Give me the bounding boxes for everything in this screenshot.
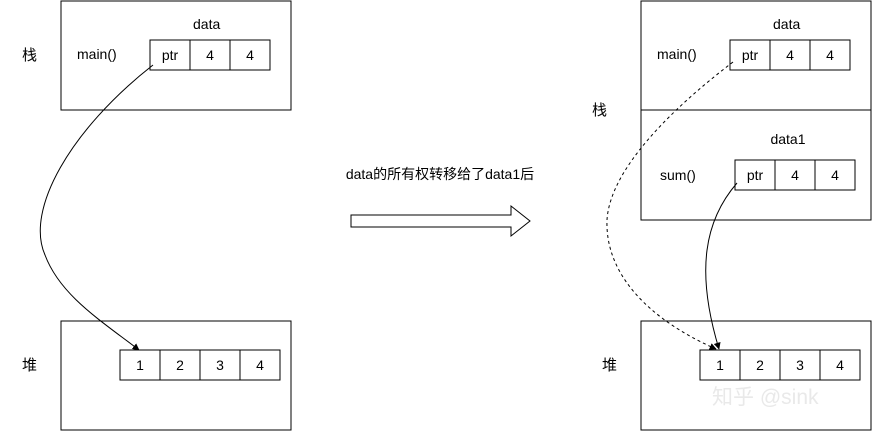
right-heap-cell [819, 349, 861, 381]
left-diagram: 栈 main() data ptr 4 4 堆 1 2 3 4 [22, 0, 292, 431]
right-heap-cell-text: 1 [716, 357, 724, 373]
right-heap-cell [699, 349, 741, 381]
left-heap-cell [239, 349, 281, 381]
left-stack-cell-text: 4 [206, 47, 214, 63]
right-frame-sum-function: sum() [660, 167, 696, 183]
right-frame-main-var: data [773, 16, 800, 32]
left-heap-cell [159, 349, 201, 381]
right-heap-cell [739, 349, 781, 381]
right-frame-sum-var: data1 [770, 131, 805, 147]
right-sum-cell [814, 159, 856, 191]
right-main-cells: ptr 4 4 [729, 39, 851, 71]
left-stack-label: 栈 [22, 47, 37, 64]
right-diagram: 栈 main() data ptr 4 4 sum() data1 ptr 4 … [592, 0, 872, 431]
right-main-cell-text: 4 [826, 47, 834, 63]
left-stack-cell [149, 39, 191, 71]
left-heap-cells: 1 2 3 4 [119, 349, 281, 381]
right-stack-label: 栈 [592, 102, 607, 119]
right-heap-cell-text: 2 [756, 357, 764, 373]
right-frame-main-function: main() [657, 46, 697, 62]
right-data1-pointer-arrow [705, 182, 738, 350]
right-sum-cell-text: ptr [747, 167, 764, 183]
right-heap-cell-text: 3 [796, 357, 804, 373]
right-main-cell-text: 4 [786, 47, 794, 63]
right-heap-cell-text: 4 [836, 357, 844, 373]
left-pointer-arrow [39, 64, 154, 351]
left-stack-cells: ptr 4 4 [149, 39, 271, 71]
right-sum-cell-text: 4 [791, 167, 799, 183]
left-heap-cell-text: 4 [256, 357, 264, 373]
left-heap-cell-text: 2 [176, 357, 184, 373]
left-heap-cell [119, 349, 161, 381]
transfer-caption: data的所有权转移给了data1后 [346, 166, 534, 182]
left-heap-label: 堆 [22, 357, 37, 374]
right-heap-cell [779, 349, 821, 381]
right-sum-cell [734, 159, 776, 191]
left-heap-cell [199, 349, 241, 381]
right-sum-cells: ptr 4 4 [734, 159, 856, 191]
right-heap-label: 堆 [602, 357, 617, 374]
left-heap-cell-text: 1 [136, 357, 144, 373]
left-stack-cell-text: 4 [246, 47, 254, 63]
left-stack-cell [189, 39, 231, 71]
right-sum-cell-text: 4 [831, 167, 839, 183]
left-var-name: data [193, 16, 220, 32]
transfer-section: data的所有权转移给了data1后 [346, 166, 534, 238]
right-moved-pointer-dashed [606, 61, 734, 350]
right-heap-cells: 1 2 3 4 [699, 349, 861, 381]
watermark: 知乎 @sink [712, 386, 819, 409]
left-stack-cell-text: ptr [162, 47, 179, 63]
left-frame-function: main() [77, 46, 117, 62]
right-main-cell-text: ptr [742, 47, 759, 63]
right-main-cell [729, 39, 771, 71]
left-heap-cell-text: 3 [216, 357, 224, 373]
right-main-cell [809, 39, 851, 71]
transfer-arrow [350, 204, 531, 238]
left-stack-cell [229, 39, 271, 71]
right-sum-cell [774, 159, 816, 191]
